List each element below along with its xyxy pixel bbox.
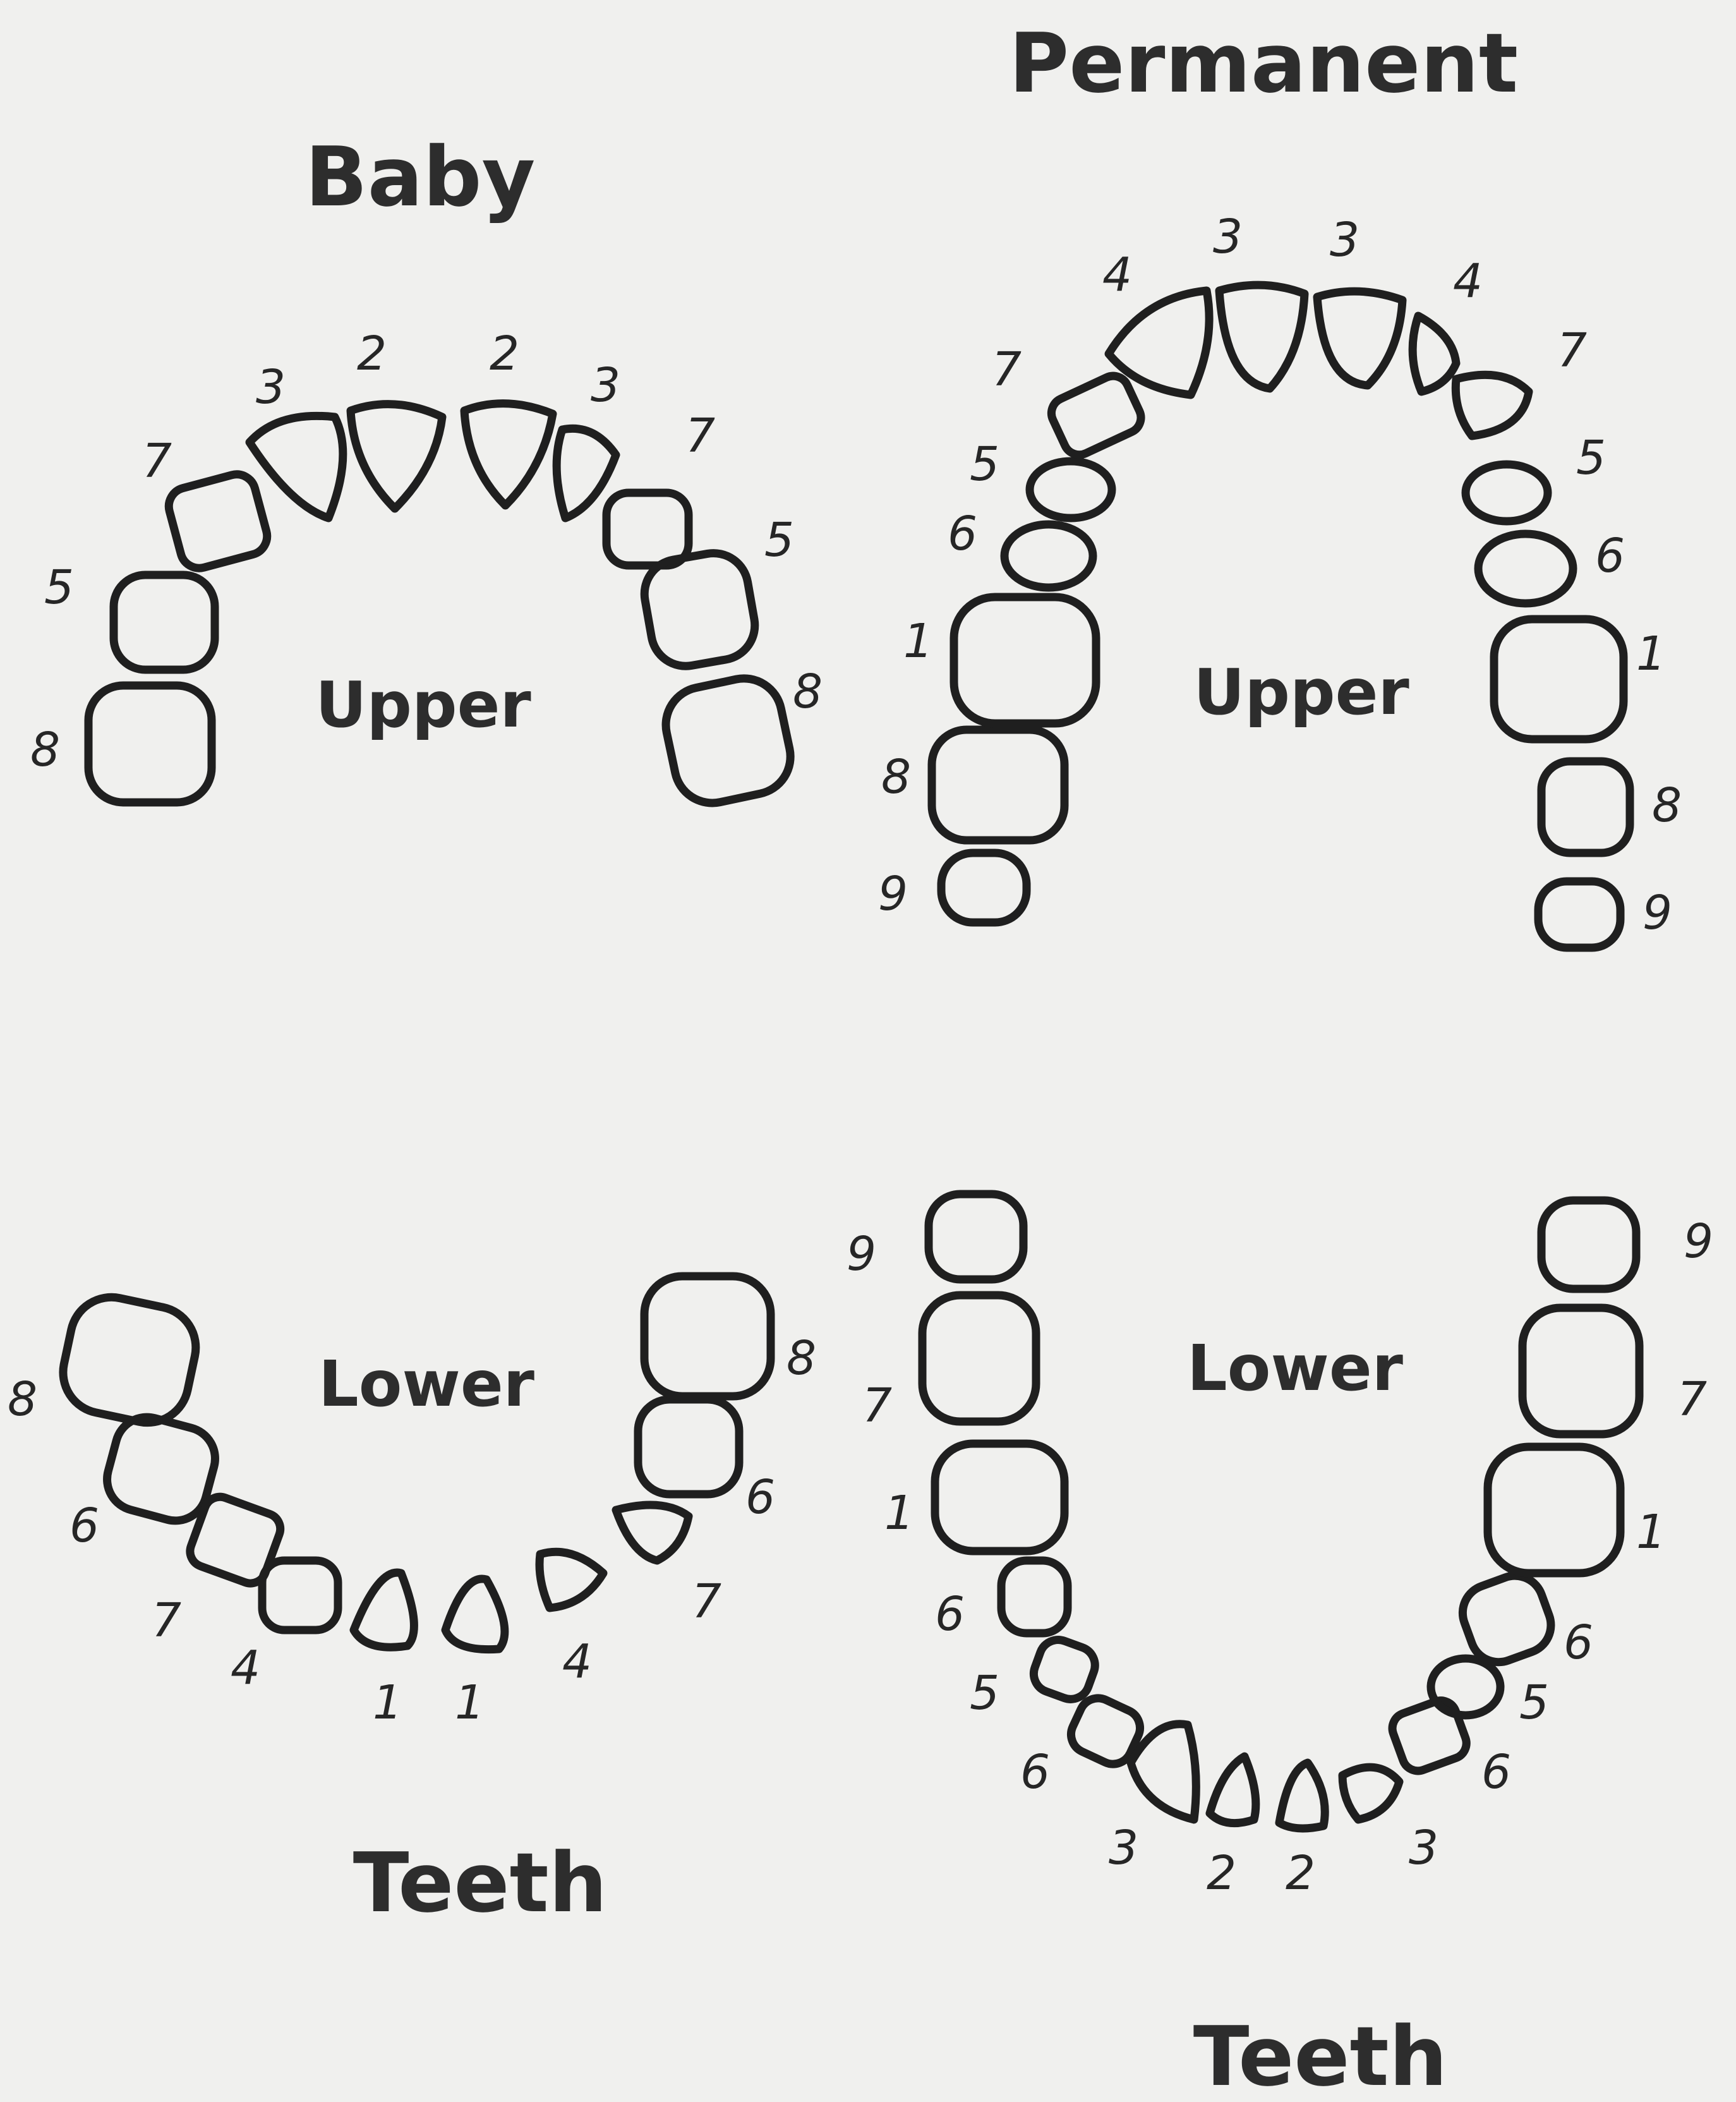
- tooth-number: 3: [1330, 213, 1359, 267]
- tooth-number: 4: [1102, 248, 1132, 302]
- tooth-number: 3: [591, 358, 620, 413]
- baby-lower-label: Lower: [318, 1347, 535, 1421]
- tooth-number: 7: [1677, 1372, 1707, 1427]
- tooth-number: 4: [1453, 254, 1483, 308]
- tooth-number: 3: [256, 360, 286, 414]
- tooth-number: 9: [847, 1227, 876, 1281]
- baby-upper-label: Upper: [315, 668, 531, 742]
- permanent-teeth-title: Teeth: [1193, 2008, 1447, 2102]
- tooth-number: 4: [231, 1641, 260, 1695]
- tooth-number: 2: [357, 327, 387, 381]
- tooth-number: 8: [787, 1331, 816, 1386]
- tooth-number: 6: [1595, 529, 1625, 583]
- tooth-number: 7: [992, 342, 1022, 397]
- tooth-number: 8: [8, 1372, 37, 1427]
- tooth-number: 8: [1652, 778, 1682, 833]
- tooth-number: 8: [793, 665, 823, 719]
- tooth-number: 1: [903, 614, 933, 668]
- tooth-number: 6: [69, 1499, 99, 1553]
- tooth-number: 1: [1636, 1505, 1666, 1559]
- tooth-number: 1: [884, 1486, 914, 1540]
- tooth-number: 7: [1557, 323, 1587, 378]
- tooth-number: 8: [881, 750, 911, 804]
- tooth-number: 5: [44, 560, 74, 615]
- tooth-number: 9: [1643, 886, 1672, 940]
- baby-title: Baby: [305, 129, 536, 225]
- tooth-number: 5: [970, 437, 999, 492]
- tooth-number: 4: [562, 1634, 592, 1689]
- tooth-number: 9: [1684, 1214, 1713, 1269]
- tooth-number: 5: [1519, 1676, 1549, 1730]
- tooth-number: 1: [455, 1676, 485, 1730]
- tooth-number: 5: [970, 1666, 999, 1720]
- tooth-number: 5: [1576, 431, 1606, 485]
- tooth-number: 9: [878, 867, 908, 921]
- tooth-number: 2: [1207, 1846, 1236, 1900]
- tooth-number: 5: [764, 513, 794, 567]
- tooth-number: 6: [935, 1587, 965, 1641]
- tooth-number: 6: [1020, 1745, 1050, 1799]
- permanent-title: Permanent: [1009, 15, 1518, 111]
- tooth-number: 2: [1286, 1846, 1315, 1900]
- perm-upper-label: Upper: [1193, 655, 1409, 729]
- tooth-number: 7: [152, 1593, 181, 1648]
- perm-lower-label: Lower: [1187, 1331, 1404, 1405]
- tooth-number: 1: [373, 1676, 402, 1730]
- tooth-number: 6: [1564, 1616, 1593, 1670]
- tooth-number: 1: [1636, 627, 1666, 681]
- tooth-number: 6: [745, 1470, 775, 1525]
- tooth-number: 3: [1109, 1821, 1138, 1875]
- tooth-number: 7: [685, 409, 715, 463]
- baby-teeth-title: Teeth: [353, 1835, 607, 1931]
- tooth-number: 6: [1481, 1745, 1511, 1799]
- tooth-number: 7: [142, 434, 172, 488]
- tooth-number: 3: [1213, 210, 1243, 264]
- tooth-number: 7: [692, 1574, 721, 1629]
- tooth-number: 7: [862, 1379, 892, 1433]
- tooth-number: 6: [948, 507, 977, 561]
- tooth-number: 3: [1409, 1821, 1438, 1875]
- tooth-number: 2: [490, 327, 519, 381]
- tooth-number: 8: [30, 723, 60, 777]
